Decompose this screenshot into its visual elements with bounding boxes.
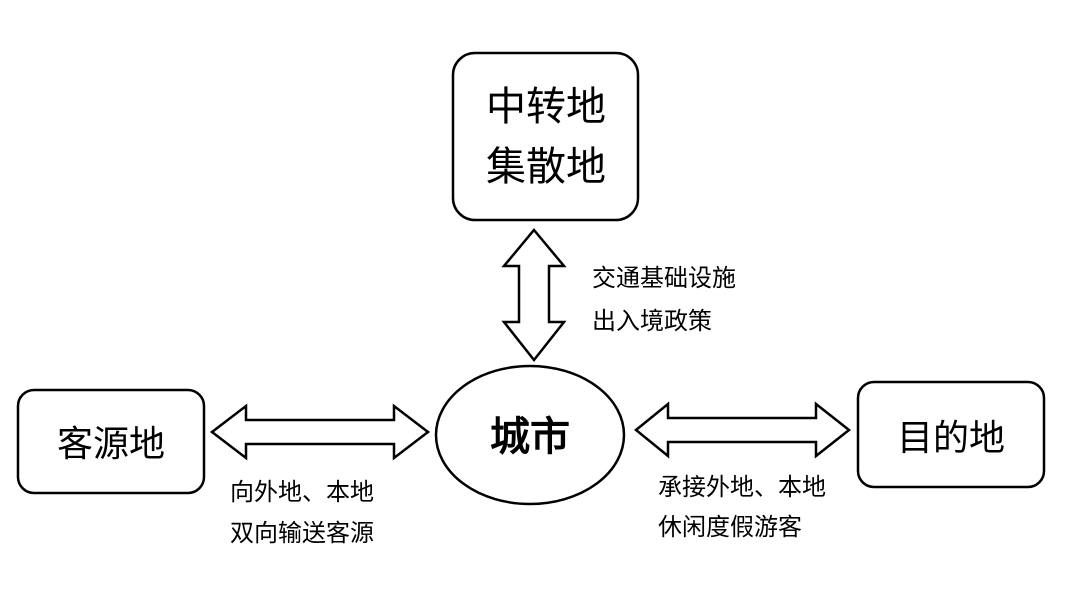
right-edge-label: 承接外地、本地 休闲度假游客 — [658, 473, 826, 541]
destination-node: 目的地 — [856, 380, 1046, 489]
origin-node: 客源地 — [16, 388, 206, 495]
transit-node-line2: 集散地 — [486, 144, 606, 190]
right-edge-label-line2: 休闲度假游客 — [658, 513, 802, 541]
top-edge-label: 交通基础设施 出入境政策 — [592, 264, 736, 335]
vertical-double-arrow — [501, 228, 567, 363]
top-edge-label-line2: 出入境政策 — [592, 307, 712, 335]
right-double-arrow — [634, 401, 852, 459]
city-node: 城市 — [434, 364, 626, 506]
transit-node: 中转地 集散地 — [451, 51, 640, 222]
left-double-arrow — [209, 403, 431, 461]
right-edge-label-line1: 承接外地、本地 — [658, 473, 826, 501]
transit-node-line1: 中转地 — [486, 84, 606, 130]
destination-node-label: 目的地 — [897, 418, 1005, 459]
top-edge-label-line1: 交通基础设施 — [592, 264, 736, 292]
left-edge-label-line2: 双向输送客源 — [230, 519, 374, 547]
left-edge-label-line1: 向外地、本地 — [230, 478, 374, 506]
city-node-label: 城市 — [490, 413, 570, 460]
left-edge-label: 向外地、本地 双向输送客源 — [230, 478, 374, 547]
origin-node-label: 客源地 — [57, 424, 165, 465]
